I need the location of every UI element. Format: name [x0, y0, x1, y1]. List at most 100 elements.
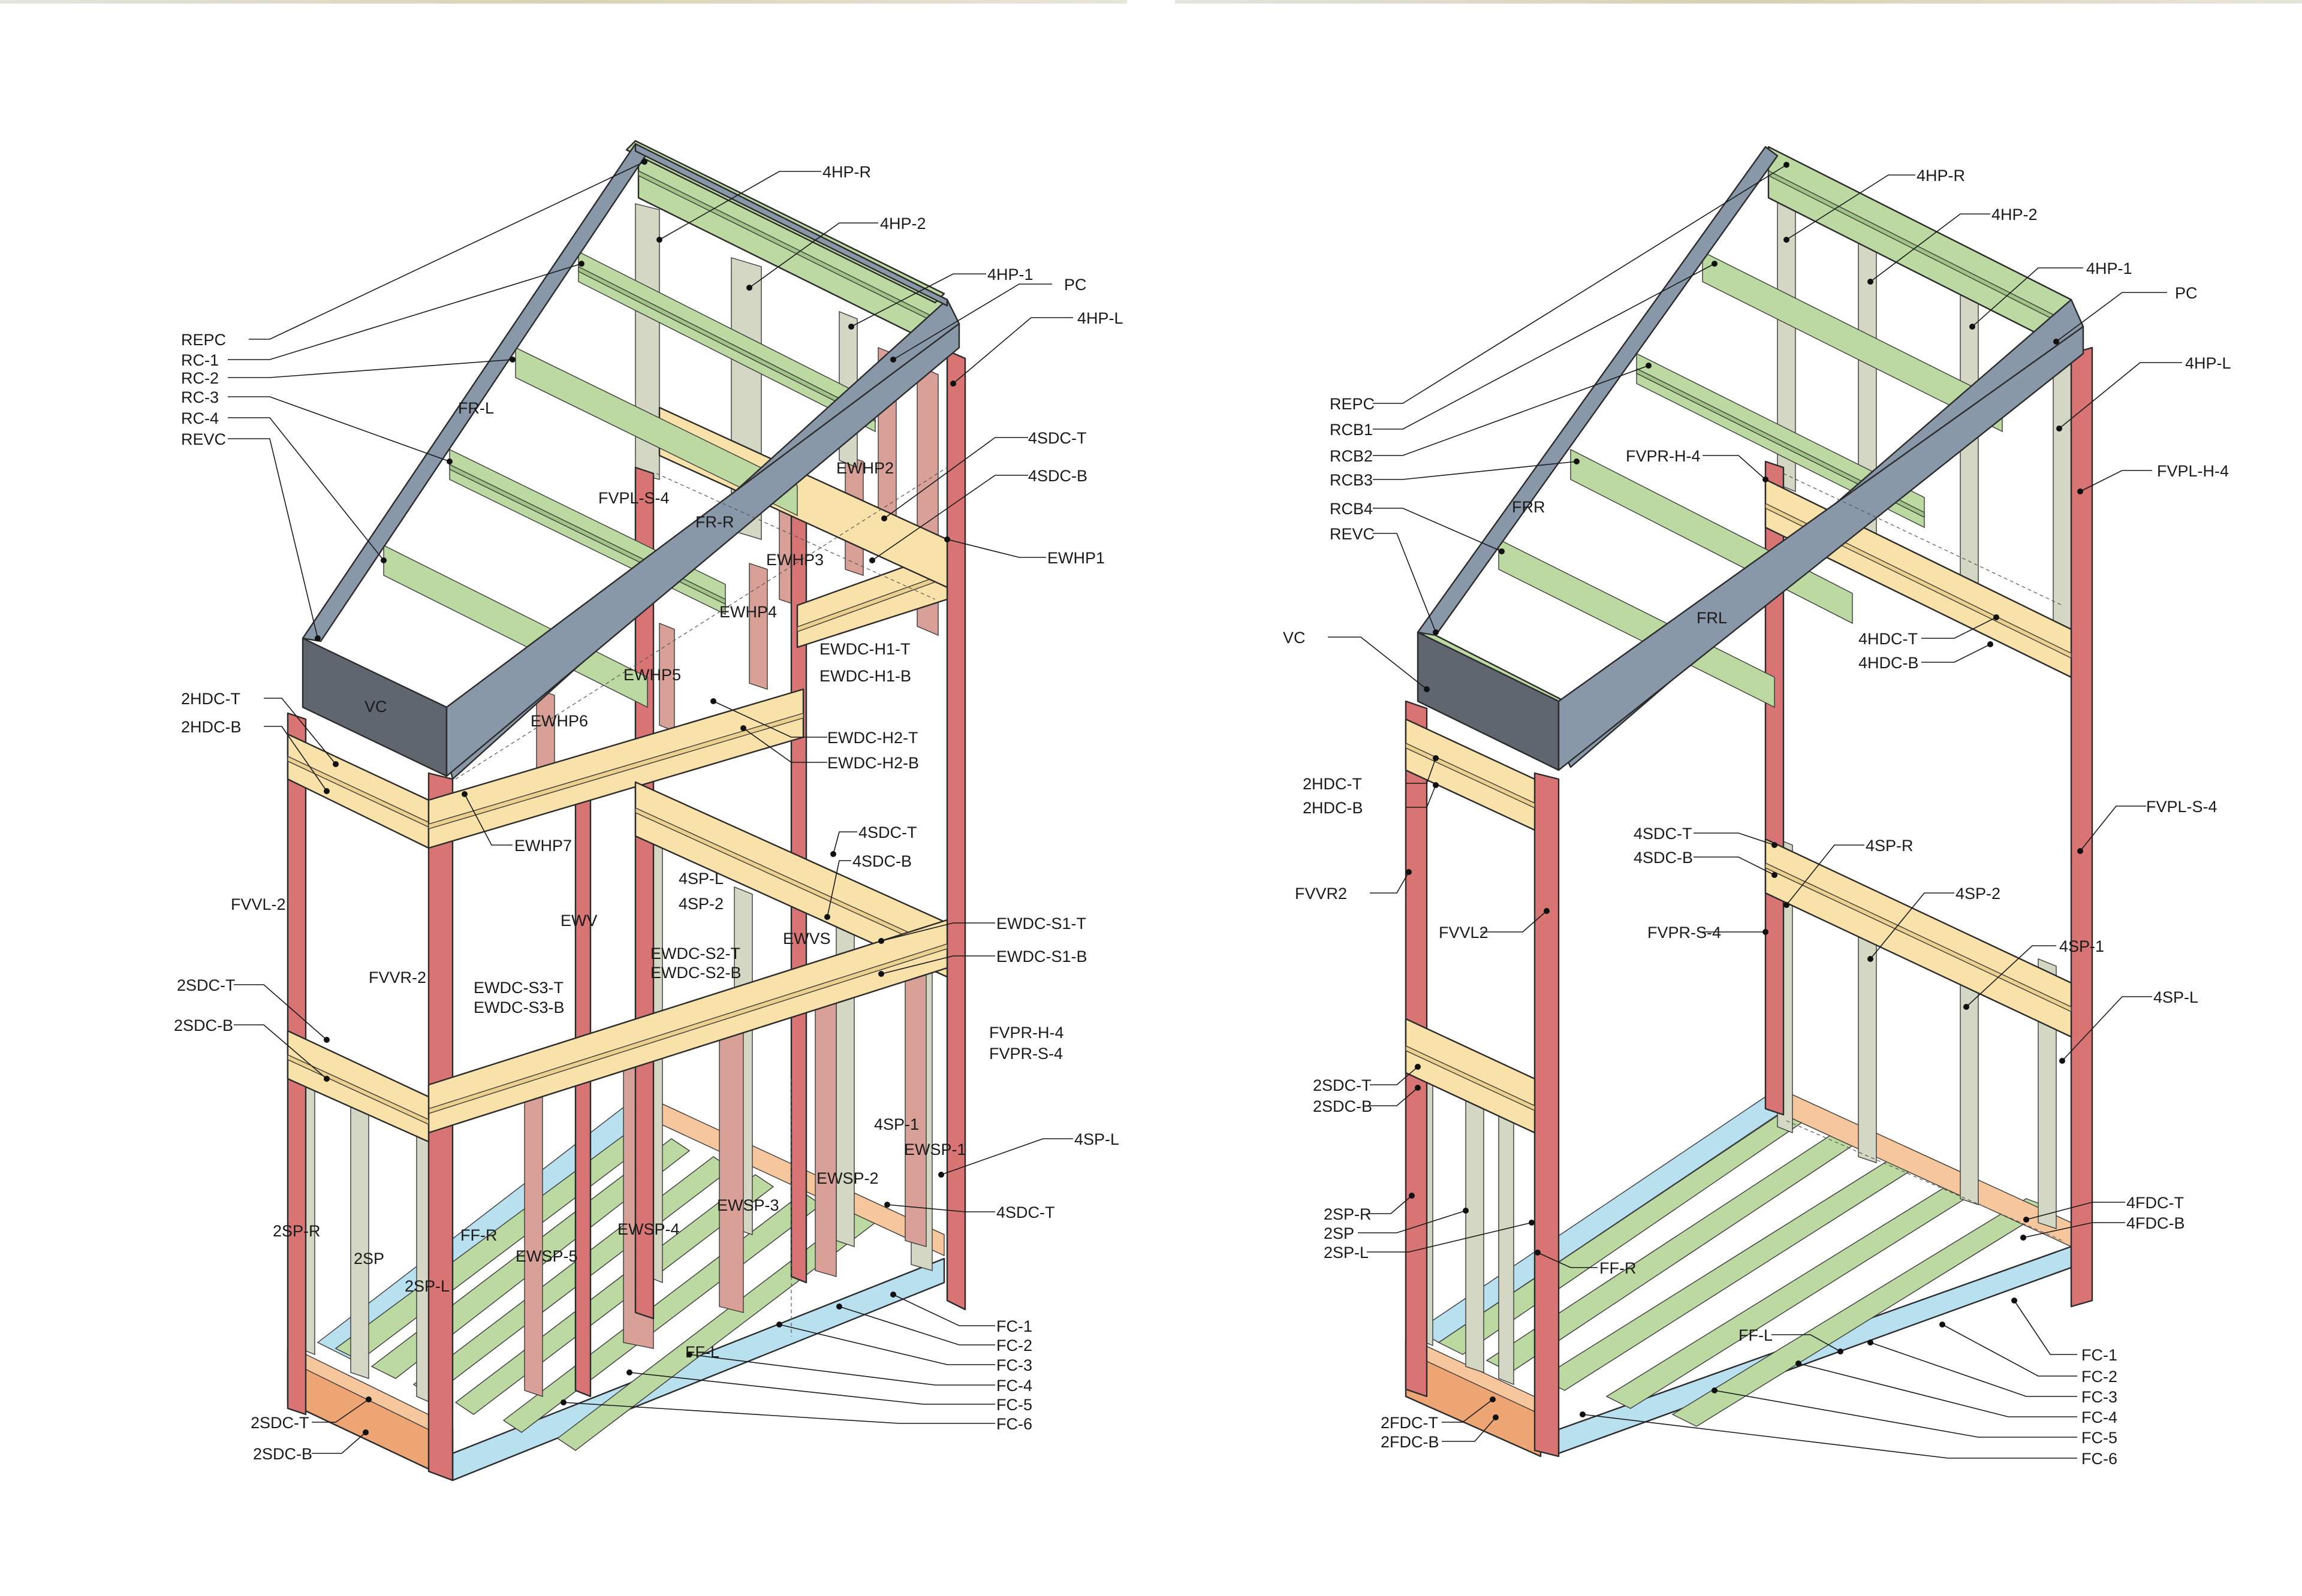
left-label-4hp-2: 4HP-2 — [880, 215, 926, 233]
leader-dot — [884, 1202, 890, 1208]
right-label-2sp: 2SP — [1324, 1224, 1354, 1242]
left-label-ewdc-h1-b: EWDC-H1-B — [819, 667, 911, 685]
right-label-fvpr-h-4: FVPR-H-4 — [1626, 447, 1701, 465]
left-label-ewhp2: EWHP2 — [836, 459, 894, 477]
left-label-ewsp-2: EWSP-2 — [816, 1169, 879, 1187]
right-label-2sp-l: 2SP-L — [1324, 1244, 1369, 1262]
right-label-vc: VC — [1283, 629, 1306, 647]
left-label-rc-2: RC-2 — [181, 369, 219, 387]
leader-dot — [462, 791, 468, 797]
leader-dot — [836, 1304, 842, 1310]
left-label-ewdc-s3-b: EWDC-S3-B — [474, 998, 565, 1016]
left-label-vc: VC — [364, 698, 387, 716]
leader-dot — [2077, 848, 2083, 854]
leader-dot — [1771, 872, 1777, 878]
leader-dot — [626, 1369, 632, 1375]
left-label-ewsp-4: EWSP-4 — [617, 1220, 680, 1238]
left-label-2sdc-t: 2SDC-T — [177, 976, 236, 994]
right-label-ff-r: FF-R — [1599, 1259, 1636, 1277]
left-label-2sp-r: 2SP-R — [273, 1222, 321, 1240]
leader-dot — [2053, 339, 2059, 345]
leader-dot — [1499, 548, 1505, 554]
leader-dot — [1783, 162, 1789, 168]
right-label-4sp-1: 4SP-1 — [2059, 937, 2104, 955]
right-view — [1405, 146, 2093, 1458]
leader-dot — [1433, 629, 1439, 635]
leader-dot — [1406, 869, 1412, 875]
right-label-fc-4: FC-4 — [2081, 1408, 2117, 1426]
leader-dot — [1939, 1322, 1945, 1328]
leader-dot — [710, 698, 716, 704]
left-label-4sp-l: 4SP-L — [679, 870, 724, 888]
right-label-4hp-1: 4HP-1 — [2086, 260, 2132, 277]
leader-dot — [848, 324, 854, 330]
leader-dot — [1529, 1220, 1535, 1226]
left-label-2sdc-t: 2SDC-T — [251, 1414, 309, 1432]
left-roof-rafters — [302, 143, 960, 780]
left-label-rc-3: RC-3 — [181, 388, 219, 406]
left-label-ewdc-s1-b: EWDC-S1-B — [996, 948, 1087, 966]
right-view-labels: 4HP-R4HP-24HP-1PC4HP-LREPCRCB1RCB2RCB3RC… — [1283, 167, 2231, 1468]
header-rule-right — [1175, 0, 2302, 4]
leader-dot — [561, 1399, 567, 1405]
right-label-4sdc-t: 4SDC-T — [1634, 825, 1692, 843]
left-label-repc: REPC — [181, 331, 226, 349]
right-label-ff-l: FF-L — [1738, 1326, 1773, 1344]
leader-dot — [1993, 614, 1999, 620]
leader-dot — [1963, 1004, 1969, 1010]
left-label-4hp-l: 4HP-L — [1077, 309, 1123, 327]
leader-dot — [333, 761, 339, 767]
leader-dot — [1712, 1387, 1718, 1393]
left-label-revc: REVC — [181, 430, 226, 448]
left-label-fc-2: FC-2 — [996, 1336, 1032, 1354]
right-label-4sp-r: 4SP-R — [1866, 837, 1914, 855]
header-rule-left — [0, 0, 1127, 4]
left-label-ewdc-s3-t: EWDC-S3-T — [474, 979, 564, 997]
left-view-labels: REPCRC-1RC-2RC-3RC-4REVC4HP-R4HP-24HP-1P… — [174, 163, 1123, 1463]
right-label-fc-2: FC-2 — [2081, 1368, 2117, 1386]
leader-dot — [776, 1322, 782, 1328]
left-label-fvpr-h-4: FVPR-H-4 — [989, 1024, 1064, 1042]
right-label-4hdc-b: 4HDC-B — [1858, 654, 1919, 672]
leader-dot — [938, 1172, 944, 1178]
leader-dot — [1646, 363, 1652, 369]
left-label-2sp: 2SP — [354, 1250, 384, 1268]
leader-dot — [869, 557, 875, 563]
left-label-rc-4: RC-4 — [181, 409, 219, 427]
leader-dot — [324, 1037, 330, 1043]
right-label-pc: PC — [2175, 284, 2198, 302]
right-label-revc: REVC — [1330, 525, 1375, 543]
right-label-2sp-r: 2SP-R — [1324, 1205, 1372, 1223]
leader-dot — [1867, 1339, 1873, 1345]
leader-dot — [740, 725, 746, 731]
leader-dot — [1490, 1396, 1496, 1402]
left-label-fr-r: FR-R — [695, 513, 734, 531]
right-label-4hp-l: 4HP-L — [2185, 354, 2231, 372]
right-label-frl: FRL — [1697, 609, 1727, 627]
leader-dot — [830, 851, 836, 857]
leader-dot — [1544, 908, 1550, 914]
right-label-rcb4: RCB4 — [1330, 500, 1373, 518]
leader-dot — [1762, 929, 1768, 935]
leader-dot — [881, 515, 887, 521]
right-label-2hdc-b: 2HDC-B — [1303, 799, 1363, 817]
left-label-ewvs: EWVS — [783, 930, 831, 948]
left-label-fc-5: FC-5 — [996, 1396, 1032, 1414]
leader-dot — [890, 357, 896, 363]
left-label-ewhp3: EWHP3 — [766, 551, 824, 569]
left-label-ewhp7: EWHP7 — [514, 837, 572, 855]
leader-dot — [824, 914, 830, 920]
left-label-ewsp-1: EWSP-1 — [904, 1141, 966, 1158]
left-label-fc-3: FC-3 — [996, 1356, 1032, 1374]
left-label-2hdc-t: 2HDC-T — [181, 690, 240, 708]
left-view — [287, 140, 966, 1482]
left-label-2sp-l: 2SP-L — [405, 1277, 450, 1295]
leader-dot — [1783, 902, 1789, 908]
leader-dot — [656, 237, 662, 243]
left-label-pc: PC — [1064, 276, 1087, 294]
right-label-fvvl2: FVVL2 — [1439, 924, 1489, 942]
leader-dot — [510, 357, 516, 363]
leader-dot — [2011, 1298, 2017, 1304]
left-label-ewdc-s2-t: EWDC-S2-T — [650, 945, 740, 963]
right-label-4hp-2: 4HP-2 — [1991, 206, 2038, 224]
